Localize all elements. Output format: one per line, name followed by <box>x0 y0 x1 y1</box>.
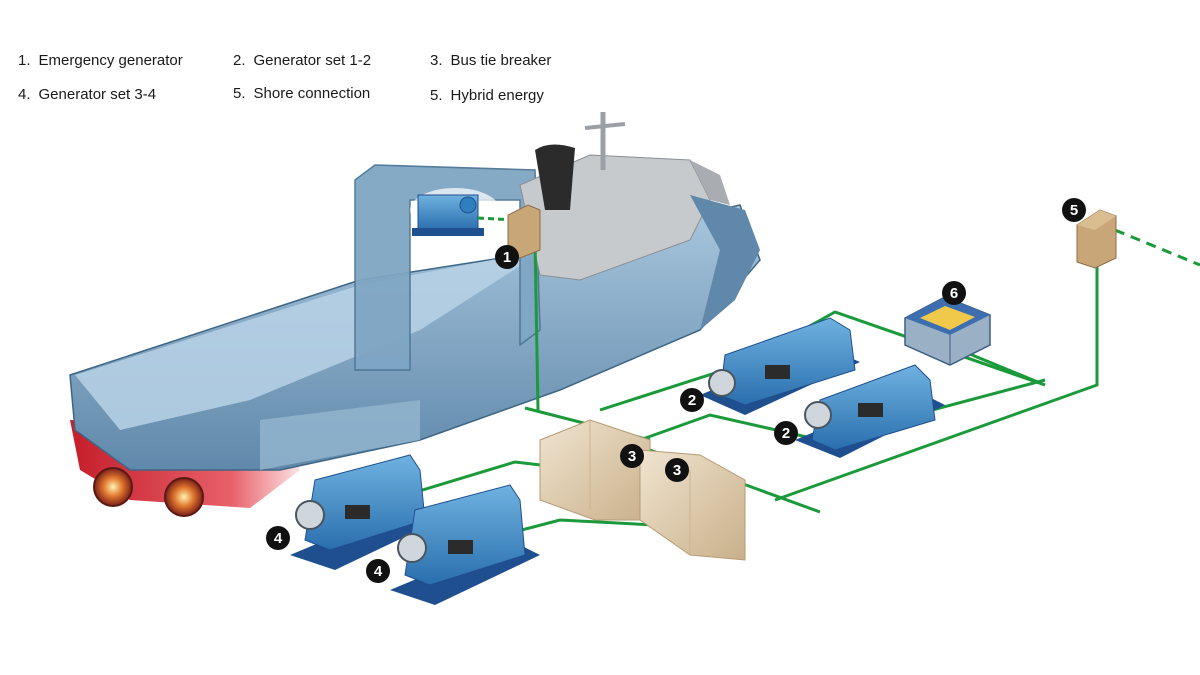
bow <box>690 195 760 330</box>
legend: 1. Emergency generator 2. Generator set 1-… <box>0 0 1200 120</box>
marker-hybrid-energy: 6 <box>942 281 966 305</box>
legend-label: Generator set 1-2 <box>253 52 372 69</box>
legend-number: 3. <box>430 52 443 69</box>
cable-battery <box>959 348 1046 387</box>
marker-generator-set-1: 2 <box>680 388 704 412</box>
legend-label: Shore connection <box>253 85 371 102</box>
marker-generator-set-4: 4 <box>366 559 390 583</box>
superstructure <box>354 164 541 371</box>
switchboard-b <box>639 449 746 561</box>
marker-label: 3 <box>628 448 636 465</box>
cable-shore-external <box>1114 228 1200 267</box>
deck-house-side <box>690 160 730 205</box>
marker-label: 1 <box>503 249 511 266</box>
legend-number: 1. <box>18 52 31 69</box>
funnel <box>535 144 575 210</box>
legend-item-generator-set-1-2: 2. Generator set 1-2 <box>233 52 371 69</box>
legend-item-hybrid-energy: 5. Hybrid energy <box>430 87 544 104</box>
legend-label: Bus tie breaker <box>450 52 552 69</box>
marker-bus-tie-breaker-b: 3 <box>665 458 689 482</box>
emergency-generator <box>410 188 500 236</box>
generator-set-2 <box>795 364 945 458</box>
legend-label: Generator set 3-4 <box>38 86 157 103</box>
thruster-right-icon <box>164 477 204 517</box>
deck <box>75 250 545 430</box>
legend-item-generator-set-3-4: 4. Generator set 3-4 <box>18 86 156 103</box>
ship-hull <box>69 112 761 517</box>
legend-item-emergency-generator: 1. Emergency generator <box>18 52 183 69</box>
legend-number: 2. <box>233 52 246 69</box>
legend-number: 5. <box>430 87 443 104</box>
switchboard-a <box>539 419 651 521</box>
legend-item-shore-connection: 5. Shore connection <box>233 85 370 102</box>
bulwark <box>260 400 420 470</box>
thruster-left-icon <box>93 467 133 507</box>
marker-label: 6 <box>950 285 958 302</box>
legend-number: 4. <box>18 86 31 103</box>
marker-label: 4 <box>374 563 383 580</box>
cable-emergency-bus <box>533 239 540 411</box>
marker-label: 3 <box>673 462 681 479</box>
marker-label: 4 <box>274 530 283 547</box>
cable-shore <box>774 265 1099 502</box>
marker-generator-set-2: 2 <box>774 421 798 445</box>
marker-bus-tie-breaker-a: 3 <box>620 444 644 468</box>
marker-emergency-generator: 1 <box>495 245 519 269</box>
legend-label: Hybrid energy <box>450 87 544 104</box>
generator-set-4 <box>390 484 540 605</box>
generator-set-3 <box>290 454 440 570</box>
shore-connection-cabinet <box>1076 209 1117 269</box>
legend-item-bus-tie-breaker: 3. Bus tie breaker <box>430 52 551 69</box>
legend-number: 5. <box>233 85 246 102</box>
mast-crossbar <box>584 122 626 130</box>
generator-set-1 <box>700 317 860 415</box>
marker-shore-connection: 5 <box>1062 198 1086 222</box>
marker-label: 2 <box>782 425 790 442</box>
marker-label: 2 <box>688 392 696 409</box>
marker-label: 5 <box>1070 202 1078 219</box>
hybrid-battery <box>904 296 991 366</box>
marker-generator-set-3: 4 <box>266 526 290 550</box>
legend-label: Emergency generator <box>38 52 183 69</box>
